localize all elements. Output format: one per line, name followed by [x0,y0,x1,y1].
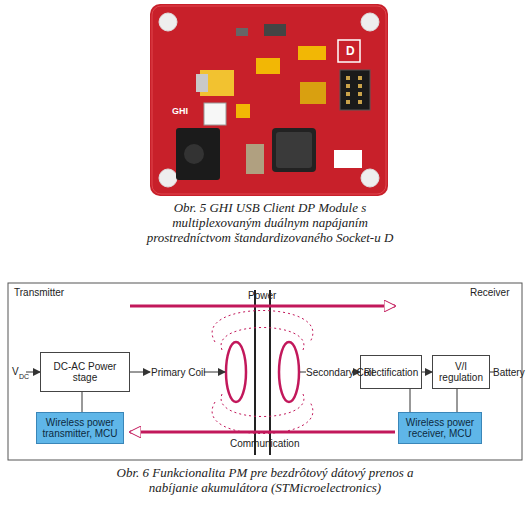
coil-label: Primary Coil [151,367,205,378]
pcb-photo [150,4,388,196]
controller-box: Wireless power receiver, MCU [398,412,482,444]
process-box: DC-AC Power stage [40,352,130,392]
connector [422,372,432,373]
section-label: Receiver [470,287,509,298]
flow-label: Power [248,290,276,301]
coil-label: Secondary Coil [306,367,374,378]
process-box: V/I regulation [432,355,490,389]
logo-text: GHI [172,106,188,117]
connector [457,389,458,412]
socket-letter: D [346,44,355,58]
diagram-frame [8,283,522,460]
flow-label: Communication [230,438,299,449]
node-text: V/I regulation [433,361,489,383]
section-label: Transmitter [14,287,64,298]
figure-caption: Obr. 6 Funkcionalita PM pre bezdrôtový d… [95,465,435,495]
node-text: DC-AC Power stage [41,361,129,383]
controller-box: Wireless power transmitter, MCU [36,412,124,444]
signal-subscript: DC [19,372,29,381]
battery-label: Battery [493,367,525,378]
connector [410,389,411,412]
connector [82,392,83,412]
node-text: Wireless power receiver, MCU [399,417,481,439]
node-text: Wireless power transmitter, MCU [37,417,123,439]
signal-name: V [12,366,19,377]
figure-caption: Obr. 5 GHI USB Client DP Module s multip… [145,200,395,245]
